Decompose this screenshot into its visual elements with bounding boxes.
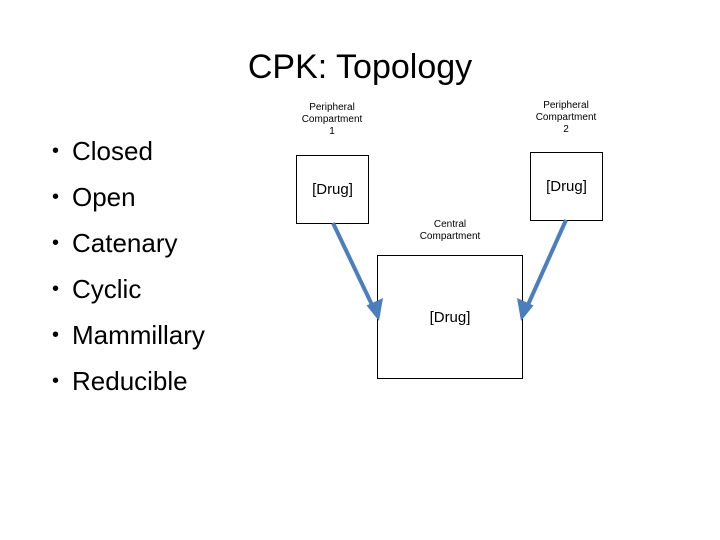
list-item: • Catenary <box>28 220 278 266</box>
caption-line: 2 <box>563 124 569 135</box>
box-content-label: [Drug] <box>546 178 587 195</box>
bullet-marker-icon: • <box>52 324 60 346</box>
box-peripheral-compartment-1: [Drug] <box>296 155 369 224</box>
box-content-label: [Drug] <box>312 181 353 198</box>
caption-line: Central <box>433 219 467 230</box>
caption-peripheral-compartment-2: Peripheral Compartment 2 <box>506 100 626 136</box>
caption-central-compartment: Central Compartment <box>390 219 510 243</box>
list-item-label: Closed <box>72 136 153 166</box>
topology-bullet-list: • Closed • Open • Catenary • Cyclic • Ma… <box>28 128 278 404</box>
bullet-marker-icon: • <box>52 278 60 300</box>
caption-peripheral-compartment-1: Peripheral Compartment 1 <box>272 102 392 138</box>
box-peripheral-compartment-2: [Drug] <box>530 152 603 221</box>
list-item: • Open <box>28 174 278 220</box>
caption-line: Peripheral <box>543 100 589 111</box>
arrow-peripheral-2-to-central-icon <box>517 219 568 321</box>
list-item-label: Cyclic <box>72 274 142 304</box>
list-item: • Closed <box>28 128 278 174</box>
list-item-label: Reducible <box>72 366 188 396</box>
box-content-label: [Drug] <box>429 309 471 326</box>
bullet-marker-icon: • <box>52 232 60 254</box>
list-item: • Mammillary <box>28 312 278 358</box>
bullet-marker-icon: • <box>52 186 60 208</box>
list-item: • Reducible <box>28 358 278 404</box>
caption-line: Compartment <box>301 114 363 125</box>
box-central-compartment: [Drug] <box>377 255 523 379</box>
page-title: CPK: Topology <box>247 48 473 86</box>
caption-line: Compartment <box>535 112 597 123</box>
list-item-label: Catenary <box>72 228 178 258</box>
list-item-label: Mammillary <box>72 320 205 350</box>
bullet-marker-icon: • <box>52 140 60 162</box>
arrow-peripheral-1-to-central-icon <box>331 222 383 321</box>
list-item-label: Open <box>72 182 136 212</box>
list-item: • Cyclic <box>28 266 278 312</box>
caption-line: Compartment <box>419 231 481 242</box>
caption-line: Peripheral <box>309 102 355 113</box>
bullet-marker-icon: • <box>52 370 60 392</box>
caption-line: 1 <box>329 126 335 137</box>
